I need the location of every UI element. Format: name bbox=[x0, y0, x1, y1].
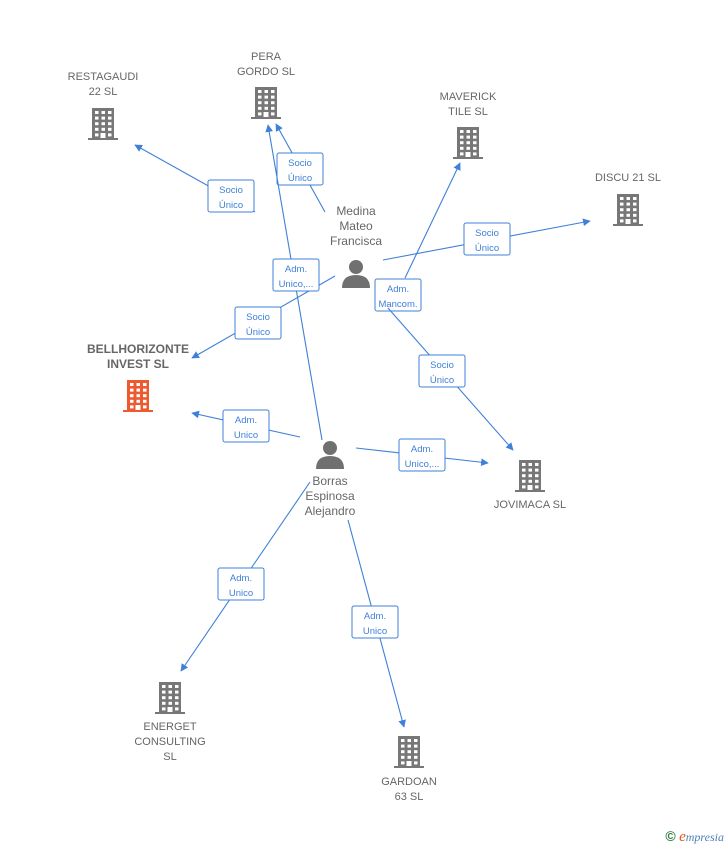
node-label: ENERGET bbox=[143, 721, 196, 733]
company-node-restagaudi[interactable]: RESTAGAUDI 22 SL bbox=[68, 71, 139, 140]
edge-label-text: Unico,... bbox=[405, 459, 440, 470]
company-node-pera_gordo[interactable]: PERA GORDO SL bbox=[237, 51, 295, 119]
node-label: BELLHORIZONTE bbox=[87, 342, 189, 356]
edge-label-text: Socio bbox=[430, 360, 454, 371]
building-icon bbox=[453, 127, 483, 159]
company-node-discu21[interactable]: DISCU 21 SL bbox=[595, 172, 661, 226]
edge-label-text: Socio bbox=[288, 158, 312, 169]
node-label: Mateo bbox=[339, 219, 373, 233]
node-label: GORDO SL bbox=[237, 66, 295, 78]
node-label: JOVIMACA SL bbox=[494, 499, 566, 511]
edge-label-text: Adm. bbox=[235, 415, 257, 426]
copyright-icon: © bbox=[665, 828, 676, 844]
node-label: Alejandro bbox=[305, 504, 356, 518]
node-label: GARDOAN bbox=[381, 776, 437, 788]
edge-label-box[interactable] bbox=[217, 567, 265, 601]
brand-initial: e bbox=[679, 829, 686, 845]
person-icon bbox=[342, 260, 370, 288]
building-icon bbox=[613, 194, 643, 226]
edge-label-text: Socio bbox=[246, 312, 270, 323]
node-label: Espinosa bbox=[305, 489, 355, 503]
node-label: INVEST SL bbox=[107, 357, 169, 371]
building-icon bbox=[251, 87, 281, 119]
node-label: SL bbox=[163, 751, 176, 763]
edge-label-box[interactable] bbox=[234, 306, 282, 340]
node-label: 22 SL bbox=[89, 86, 118, 98]
edge-medina-maverick: Adm. Mancom. bbox=[374, 162, 461, 312]
brand-name: mpresia bbox=[685, 830, 724, 844]
edge-borras-energet: Adm. Unico bbox=[180, 481, 311, 672]
node-label: DISCU 21 SL bbox=[595, 172, 661, 184]
edge-borras-gardoan: Adm. Unico bbox=[347, 519, 406, 728]
node-label: 63 SL bbox=[395, 791, 424, 803]
edge-label-box[interactable] bbox=[351, 605, 399, 639]
company-node-jovimaca[interactable]: JOVIMACA SL bbox=[494, 460, 566, 511]
edge-label-text: Socio bbox=[219, 185, 243, 196]
edge-label-box[interactable] bbox=[276, 152, 324, 186]
nodes-layer: RESTAGAUDI 22 SL PERA GORDO SL MAVERICK TILE … bbox=[68, 51, 661, 803]
edge-label-box[interactable] bbox=[374, 278, 422, 312]
edge-label-text: Unico bbox=[363, 626, 387, 637]
node-label: Medina bbox=[336, 204, 376, 218]
node-label: TILE SL bbox=[448, 106, 488, 118]
edge-label-text: Unico bbox=[229, 588, 253, 599]
edge-label-box[interactable] bbox=[398, 438, 446, 472]
edge-label-box[interactable] bbox=[222, 409, 270, 443]
building-icon bbox=[155, 682, 185, 714]
edge-label-text: Único bbox=[430, 375, 454, 386]
empresia-watermark: © empresia bbox=[665, 828, 724, 846]
node-label: CONSULTING bbox=[134, 736, 205, 748]
edge-label-box[interactable] bbox=[272, 258, 320, 292]
node-label: Francisca bbox=[330, 234, 382, 248]
edge-borras-bellhorizonte: Adm. Unico bbox=[191, 409, 301, 443]
company-node-gardoan[interactable]: GARDOAN 63 SL bbox=[381, 736, 437, 803]
edge-label-text: Adm. bbox=[411, 444, 433, 455]
node-label: PERA bbox=[251, 51, 282, 63]
edge-label-text: Adm. bbox=[364, 611, 386, 622]
edge-label-text: Unico bbox=[234, 430, 258, 441]
company-node-maverick[interactable]: MAVERICK TILE SL bbox=[440, 91, 497, 159]
edge-label-box[interactable] bbox=[463, 222, 511, 256]
person-icon bbox=[316, 441, 344, 469]
building-icon bbox=[515, 460, 545, 492]
edge-label-text: Socio bbox=[475, 228, 499, 239]
edge-label-box[interactable] bbox=[207, 179, 255, 213]
edge-label-text: Adm. bbox=[387, 284, 409, 295]
edge-borras-jovimaca: Adm. Unico,... bbox=[355, 438, 489, 472]
edge-label-text: Único bbox=[219, 200, 243, 211]
node-label: Borras bbox=[312, 474, 347, 488]
edge-borras-pera_gordo: Adm. Unico,... bbox=[265, 124, 323, 441]
building-icon bbox=[88, 108, 118, 140]
building-icon bbox=[394, 736, 424, 768]
building-icon bbox=[123, 380, 153, 412]
edge-label-text: Único bbox=[475, 243, 499, 254]
node-label: RESTAGAUDI bbox=[68, 71, 139, 83]
edge-label-text: Único bbox=[288, 173, 312, 184]
edge-label-text: Unico,... bbox=[279, 279, 314, 290]
edge-label-text: Mancom. bbox=[378, 299, 417, 310]
edge-arrow bbox=[404, 162, 461, 279]
node-label: MAVERICK bbox=[440, 91, 497, 103]
edge-label-text: Adm. bbox=[285, 264, 307, 275]
edge-label-text: Único bbox=[246, 327, 270, 338]
edge-label-text: Adm. bbox=[230, 573, 252, 584]
edges-layer: SocioÚnicoSocioÚnicoSocioÚnicoSocioÚnico… bbox=[134, 123, 591, 728]
company-node-energet[interactable]: ENERGET CONSULTING SL bbox=[134, 682, 206, 763]
edge-label-box[interactable] bbox=[418, 354, 466, 388]
